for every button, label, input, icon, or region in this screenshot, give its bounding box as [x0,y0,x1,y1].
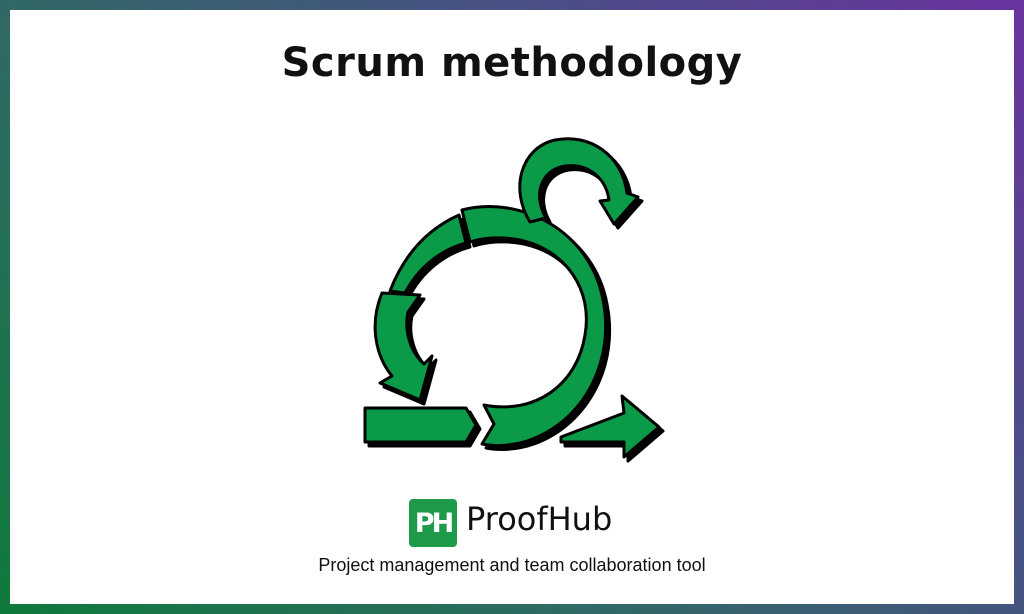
cycle-segment-left [373,291,434,402]
backlog-input-arrow [363,406,478,444]
proofhub-logo-icon: PH [409,499,457,547]
brand-name: ProofHub [466,500,613,538]
content-panel [10,10,1014,604]
daily-loop-arrow [518,137,640,226]
page-title: Scrum methodology [281,40,743,86]
cycle-segment-top-left [388,213,468,295]
increment-output-arrow [559,394,661,459]
sprint-cycle-arrow [460,205,608,447]
tagline: Project management and team collaboratio… [318,555,706,575]
